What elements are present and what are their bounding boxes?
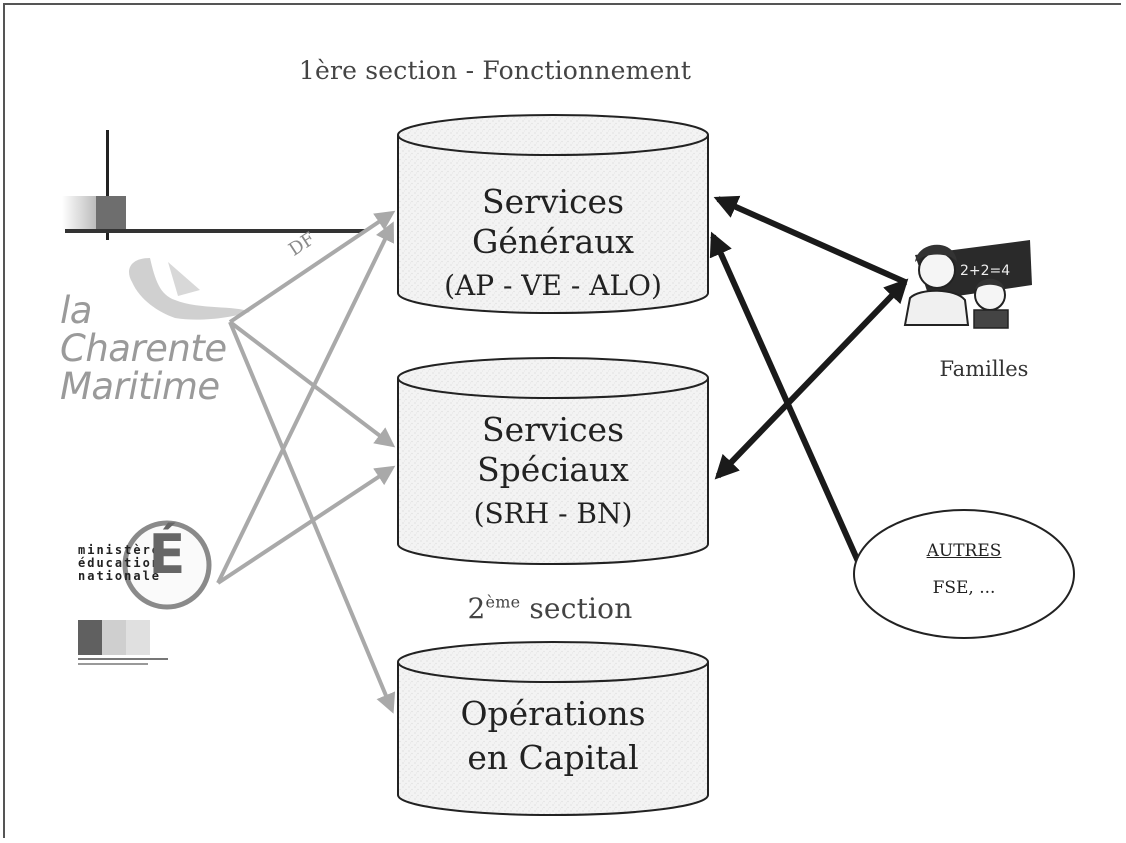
ministere-line1: ministère [78, 543, 162, 557]
arrow-charente-to-generaux [228, 210, 396, 324]
arrows-charente [228, 210, 396, 714]
capital-line2: en Capital [467, 738, 639, 777]
speciaux-line2: Spéciaux [477, 450, 629, 489]
charente-line2: Charente [60, 327, 227, 370]
svg-text:2+2=4: 2+2=4 [960, 263, 1010, 279]
cylinder-speciaux-label: Services Spéciaux (SRH - BN) [408, 410, 698, 534]
section1-title: 1ère section - Fonctionnement [298, 56, 692, 85]
ministere-logo-text: ministère éducation nationale [78, 544, 161, 583]
autres-subtitle: FSE, ... [932, 578, 996, 598]
generaux-line3: (AP - VE - ALO) [444, 269, 662, 302]
slide-frame [3, 3, 1121, 838]
cylinder-operations-capital [397, 641, 709, 816]
autres-ellipse [853, 509, 1075, 639]
section2-sup: ème [485, 592, 521, 612]
section2-number: 2 [467, 592, 486, 625]
arrow-autres-to-generaux [709, 231, 864, 570]
cylinder-generaux-label: Services Généraux (AP - VE - ALO) [408, 182, 698, 306]
arrow-ministere-to-generaux [216, 221, 394, 584]
arrow-familles-speciaux [714, 278, 909, 480]
familles-label: Familles [939, 357, 1029, 381]
cylinder-services-generaux [397, 114, 709, 314]
generaux-line2: Généraux [472, 222, 634, 261]
capital-line1: Opérations [460, 694, 646, 733]
ministere-e-letter: É [148, 523, 186, 586]
arrow-familles-to-generaux [713, 195, 907, 285]
speciaux-line1: Services [481, 410, 625, 449]
ministere-line2: éducation [78, 556, 162, 570]
arrow-charente-to-capital [228, 321, 396, 714]
ministere-line3: nationale [78, 569, 162, 583]
autres-title: AUTRES [926, 541, 1002, 561]
arrow-charente-to-speciaux [228, 320, 396, 448]
arrows-familles [709, 195, 909, 570]
section2-rest: section [520, 592, 633, 625]
speciaux-line3: (SRH - BN) [473, 497, 633, 530]
charente-maritime-logo-graphic [62, 130, 365, 320]
arrows-ministere [216, 221, 396, 585]
familles-illustration: 2+2=4 [903, 240, 1032, 329]
cylinder-services-speciaux [397, 357, 709, 565]
generaux-line1: Services [481, 182, 625, 221]
charente-line3: Maritime [60, 365, 220, 408]
ministere-logo-graphic [78, 520, 212, 665]
section2-title: 2ème section [430, 592, 670, 625]
charente-maritime-logo: la Charente Maritime [60, 292, 227, 406]
charente-line1: la [60, 289, 92, 332]
arrow-ministere-to-speciaux [216, 465, 396, 585]
cylinder-capital-label: Opérations en Capital [408, 692, 698, 780]
